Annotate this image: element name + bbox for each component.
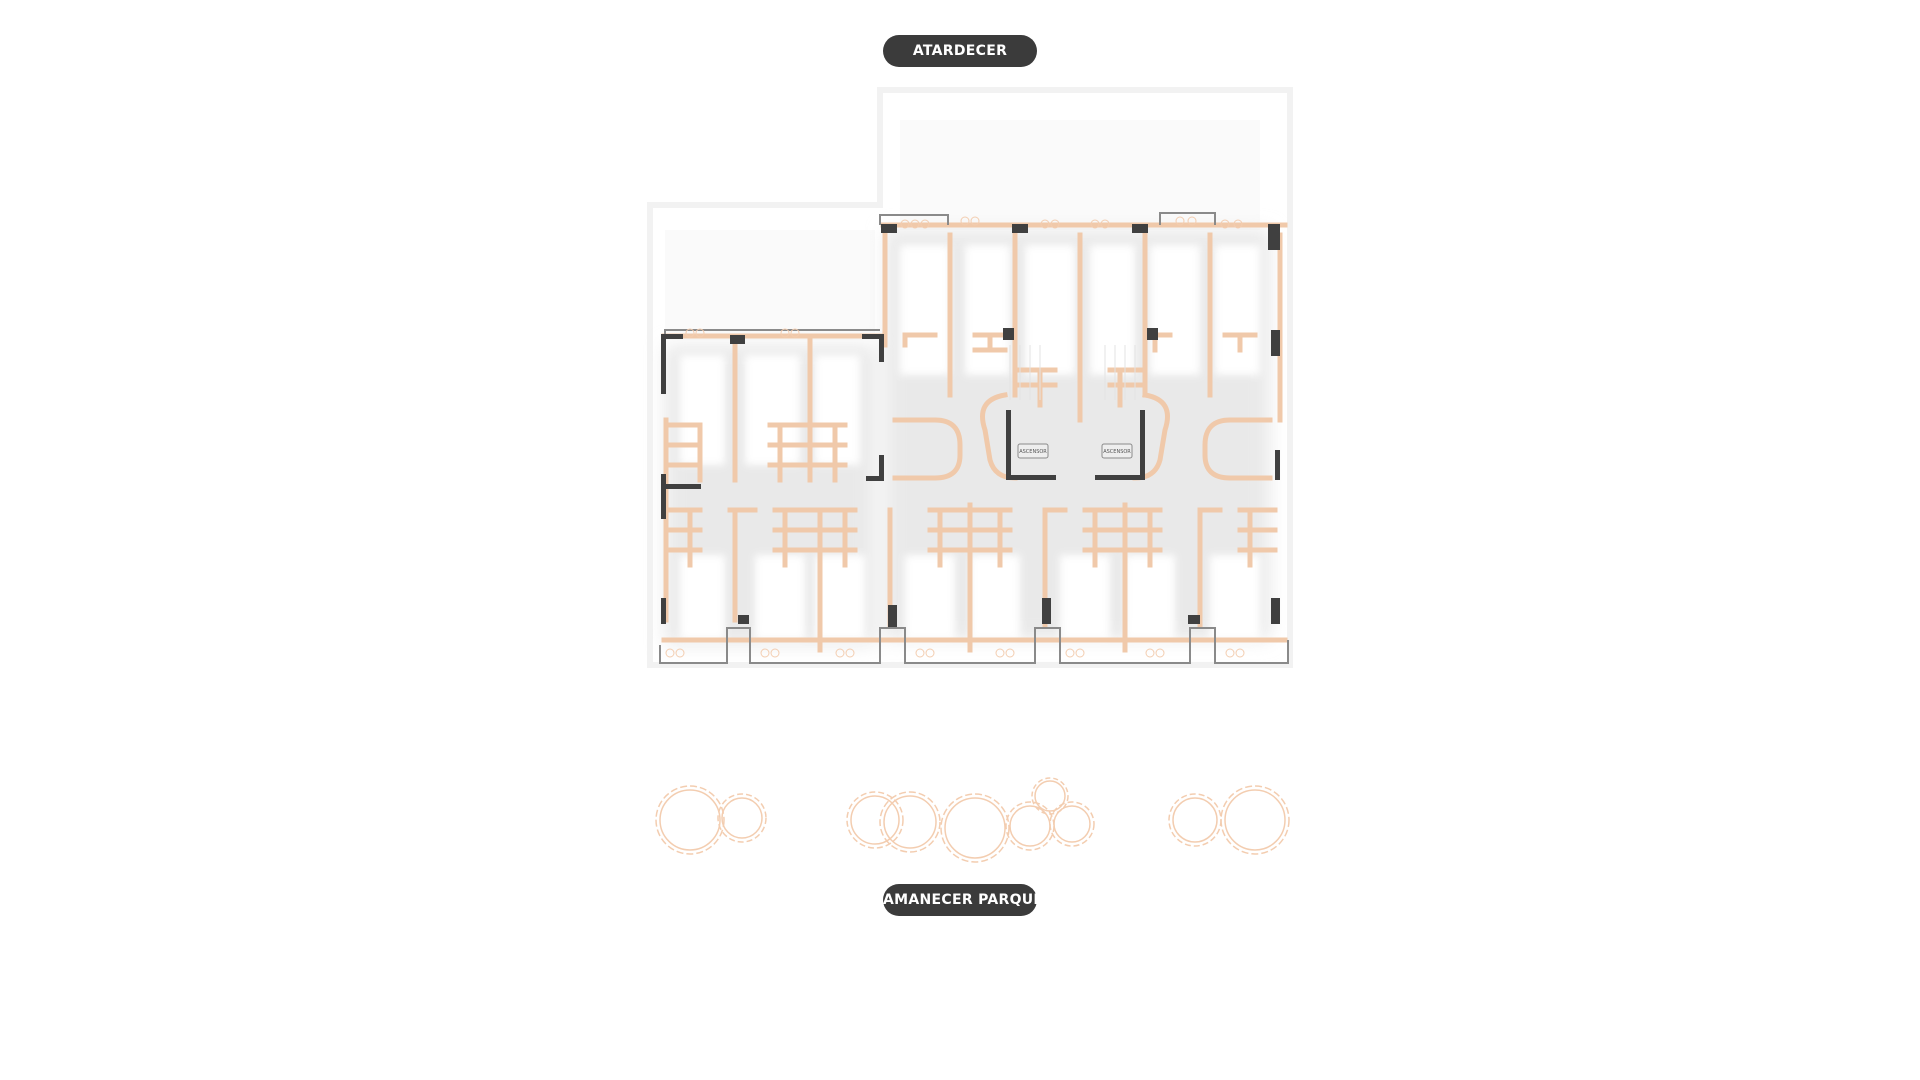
tree-icon	[1005, 801, 1055, 851]
orientation-label-bottom[interactable]: AMANECER PARQUE	[883, 884, 1043, 916]
tree-icon	[1049, 801, 1095, 847]
svg-text:ASCENSOR: ASCENSOR	[1103, 449, 1131, 455]
tree-icon	[717, 793, 767, 843]
tree-icon	[879, 791, 941, 853]
planters	[665, 216, 1245, 658]
orientation-label-top[interactable]: ATARDECER	[883, 35, 1037, 67]
elevator-icon: ASCENSOR	[1017, 443, 1049, 459]
room-lights	[680, 245, 1260, 640]
tree-icon	[1220, 785, 1290, 855]
trees	[655, 777, 1290, 863]
tree-icon	[940, 793, 1010, 863]
tree-icon	[1168, 793, 1222, 847]
svg-text:ASCENSOR: ASCENSOR	[1019, 449, 1047, 455]
terrace-outline	[647, 87, 1293, 668]
terrace-fill	[665, 120, 1260, 340]
elevator-icon: ASCENSOR	[1101, 443, 1133, 459]
tree-icon	[655, 785, 725, 855]
stair-icon	[1009, 345, 1136, 400]
tree-icon	[846, 791, 904, 849]
structure	[661, 224, 1280, 627]
tree-icon	[1031, 777, 1069, 815]
